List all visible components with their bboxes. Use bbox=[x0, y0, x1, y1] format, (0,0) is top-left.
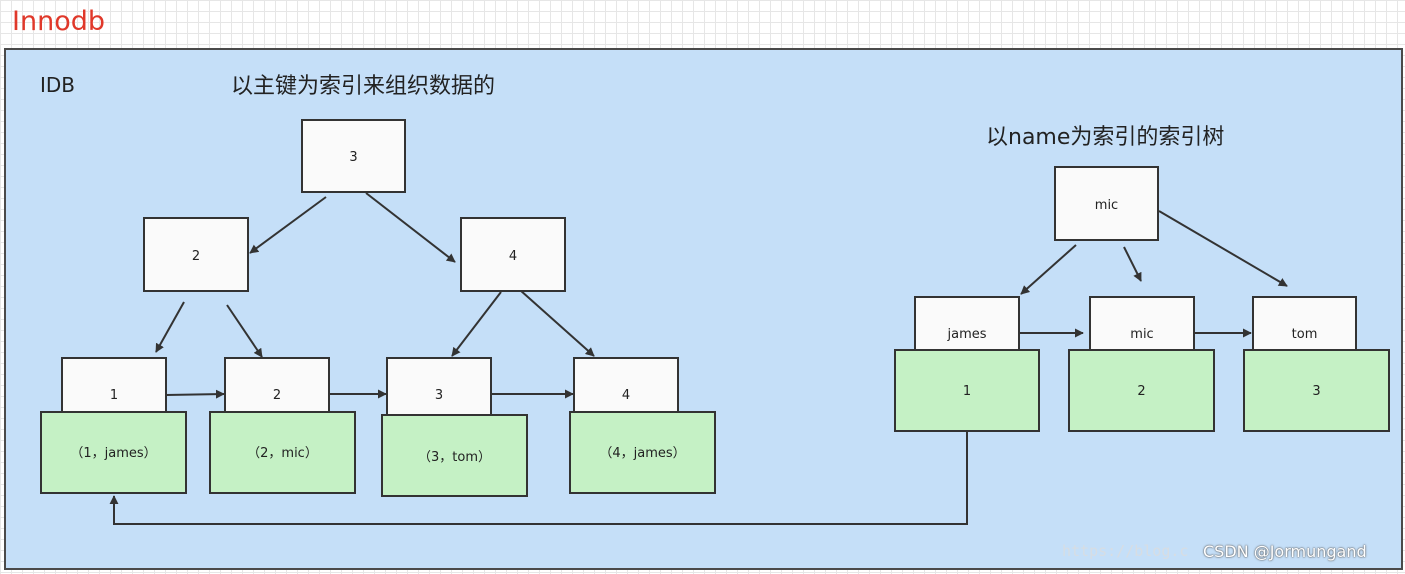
primary-leaf-4: 4 （4，james） bbox=[569, 357, 716, 494]
edge-2-to-leaf2 bbox=[226, 304, 263, 358]
primary-node-2-label: 2 bbox=[192, 249, 200, 264]
primary-leaf-3: 3 （3，tom） bbox=[381, 357, 528, 497]
secondary-leaf-james: james 1 bbox=[894, 296, 1040, 432]
idb-label: IDB bbox=[40, 73, 75, 97]
edge-root-to-4 bbox=[365, 192, 456, 263]
primary-leaf-2: 2 （2，mic） bbox=[209, 357, 356, 494]
primary-node-4: 4 bbox=[460, 217, 566, 292]
edge-2-to-leaf1 bbox=[155, 301, 185, 353]
secondary-tree-edges bbox=[1019, 210, 1288, 338]
secondary-leaf-mic: mic 2 bbox=[1068, 296, 1215, 432]
secondary-index-caption: 以name为索引的索引树 bbox=[986, 125, 1224, 150]
secondary-leaf-tom: tom 3 bbox=[1243, 296, 1390, 432]
edge-4-to-leaf3 bbox=[451, 291, 502, 357]
secondary-root-node: mic bbox=[1054, 166, 1159, 241]
secondary-leaf-james-key: james bbox=[946, 327, 986, 342]
secondary-root-label: mic bbox=[1095, 198, 1118, 213]
primary-root-label: 3 bbox=[349, 150, 357, 165]
primary-node-2: 2 bbox=[143, 217, 249, 292]
primary-index-caption: 以主键为索引来组织数据的 bbox=[231, 74, 495, 99]
author-credit: CSDN @Jormungand bbox=[1203, 542, 1367, 561]
edge-mic-root-to-james bbox=[1020, 244, 1077, 295]
secondary-leaf-james-value: 1 bbox=[963, 384, 971, 399]
secondary-leaf-tom-key: tom bbox=[1292, 327, 1318, 342]
primary-leaf-4-row: （4，james） bbox=[599, 446, 685, 461]
primary-leaf-2-row: （2，mic） bbox=[247, 446, 318, 461]
secondary-leaf-tom-value: 3 bbox=[1312, 384, 1320, 399]
edge-root-to-2 bbox=[249, 196, 327, 254]
primary-leaf-1-key: 1 bbox=[110, 388, 118, 403]
secondary-leaf-mic-key: mic bbox=[1130, 327, 1153, 342]
edge-mic-root-to-mic bbox=[1123, 246, 1142, 282]
edge-leaf1-to-leaf2 bbox=[165, 389, 225, 399]
primary-leaf-3-row: （3，tom） bbox=[418, 450, 491, 465]
edge-mic-root-to-tom bbox=[1158, 210, 1288, 287]
primary-leaf-3-key: 3 bbox=[435, 388, 443, 403]
url-watermark: https://blog.c bbox=[1062, 542, 1189, 560]
primary-node-4-label: 4 bbox=[509, 249, 517, 264]
edge-4-to-leaf4 bbox=[519, 289, 595, 357]
secondary-leaf-mic-value: 2 bbox=[1137, 384, 1145, 399]
primary-leaf-4-key: 4 bbox=[622, 388, 630, 403]
edge-lookup-back-to-primary bbox=[109, 432, 968, 525]
primary-root-node: 3 bbox=[301, 119, 406, 193]
primary-leaf-2-key: 2 bbox=[273, 388, 281, 403]
primary-leaf-1: 1 （1，james） bbox=[40, 357, 187, 494]
primary-tree-edges bbox=[155, 192, 595, 399]
primary-leaf-1-row: （1，james） bbox=[70, 446, 156, 461]
diagram-title: Innodb bbox=[12, 6, 105, 37]
